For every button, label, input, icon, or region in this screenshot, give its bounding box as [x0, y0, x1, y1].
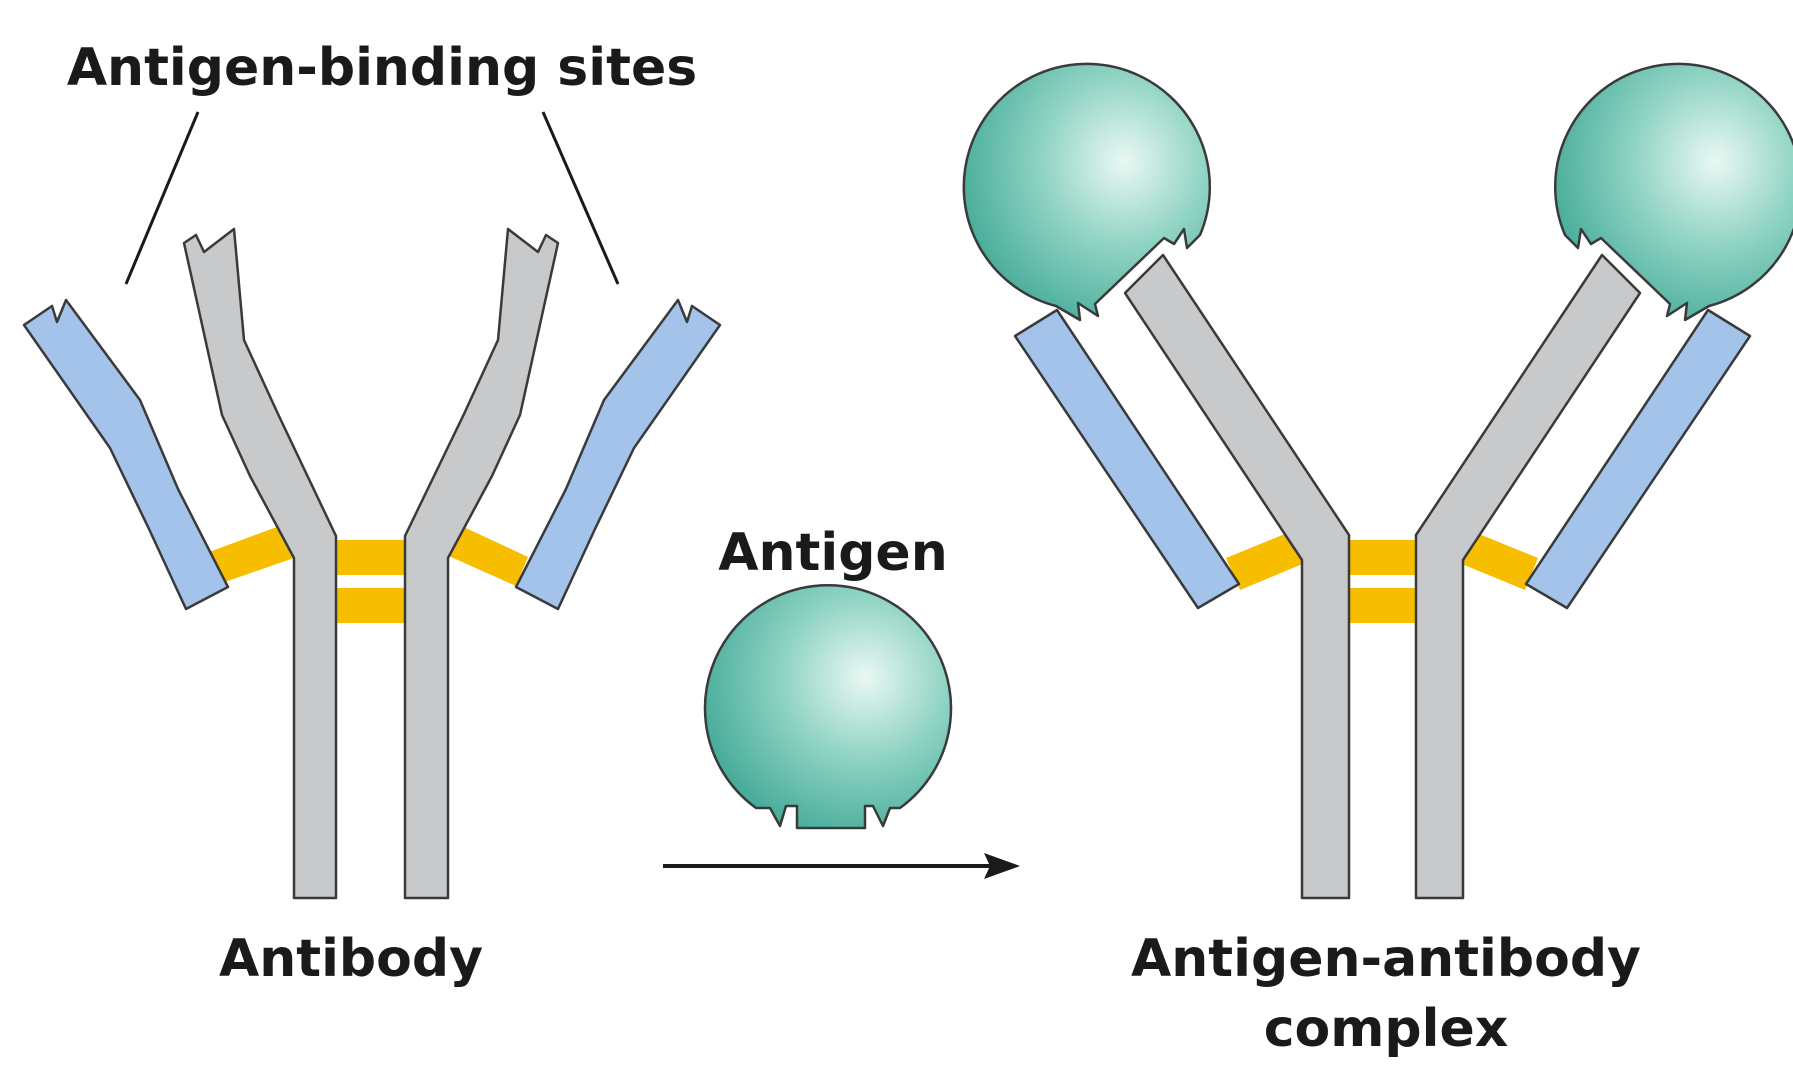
label-antibody: Antibody [219, 929, 483, 989]
pointer-line-right [541, 111, 620, 285]
label-antigen: Antigen [718, 523, 947, 583]
label-complex-line1: Antigen-antibody [1131, 929, 1641, 989]
complex-heavy-chain-right [1414, 253, 1642, 900]
light-chain-left [22, 298, 230, 611]
hinge-bond-upper [335, 540, 405, 575]
label-complex-line2: complex [1264, 999, 1509, 1059]
disulfide-bond-left [209, 524, 294, 583]
antigen-free [703, 584, 953, 830]
bound-antigen-left [962, 62, 1211, 322]
disulfide-bond-right [442, 522, 528, 586]
light-chain-right [514, 298, 722, 611]
antigen-antibody-complex [962, 62, 1793, 900]
heavy-chain-right [403, 227, 560, 900]
label-antigen-binding-sites: Antigen-binding sites [67, 38, 697, 98]
antibody [22, 227, 722, 900]
complex-light-chain-right [1524, 308, 1752, 610]
complex-hinge-bond-lower [1350, 588, 1415, 623]
complex-light-chain-left [1013, 308, 1241, 610]
bound-antigen-right [1554, 62, 1793, 322]
complex-hinge-bond-upper [1350, 540, 1415, 575]
pointer-line-left [124, 111, 200, 285]
antigen-sphere [703, 584, 953, 830]
reaction-arrow-head [984, 853, 1020, 879]
heavy-chain-left [182, 227, 338, 900]
hinge-bond-lower [335, 588, 405, 623]
complex-heavy-chain-left [1123, 253, 1351, 900]
